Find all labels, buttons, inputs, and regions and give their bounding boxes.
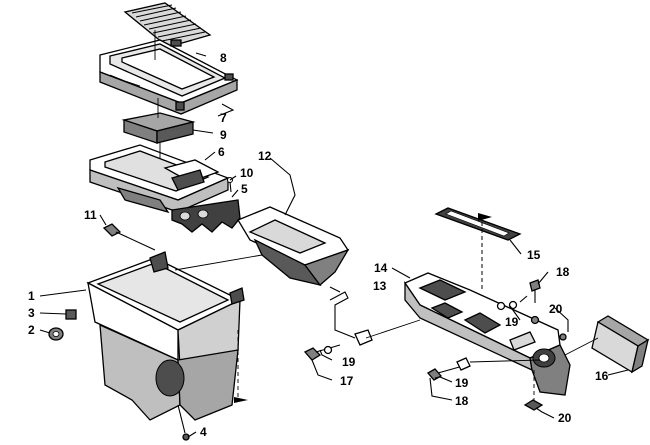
callout-19-bottom: 19 — [455, 376, 469, 390]
part-8-top-grille — [123, 2, 212, 48]
part-2-grommet — [48, 327, 64, 341]
part-15-gasket — [434, 207, 522, 241]
callout-14: 14 — [374, 261, 388, 275]
part-7-filter-frame — [99, 39, 239, 115]
callout-8: 8 — [220, 51, 227, 65]
callout-19-left: 19 — [342, 355, 356, 369]
part-20-nut-bottom — [523, 399, 544, 411]
part-13-rod-linkage — [329, 291, 373, 346]
assembly-lines — [154, 30, 599, 403]
leader-lines — [39, 52, 629, 438]
part-20-nut-top-a — [508, 300, 518, 310]
callout-6: 6 — [218, 145, 225, 159]
callout-20-bottom: 20 — [558, 411, 572, 425]
arrow-marker-right — [478, 213, 492, 221]
part-17-bolt — [303, 344, 341, 361]
part-19-washer-top — [496, 301, 506, 311]
callout-labels: 8 7 9 6 12 10 5 11 1 3 2 4 14 13 19 17 1… — [28, 51, 609, 439]
part-14-silencer — [404, 272, 571, 396]
callout-11: 11 — [84, 208, 97, 222]
part-9-foam-filter — [121, 112, 196, 144]
part-6-airbox-tray — [89, 144, 230, 214]
callout-18-bottom: 18 — [455, 394, 469, 408]
callout-4: 4 — [200, 425, 207, 439]
callout-5: 5 — [241, 182, 248, 196]
callout-19-mid: 19 — [505, 315, 519, 329]
callout-17: 17 — [340, 374, 354, 388]
part-19-washer-mid — [530, 315, 540, 325]
callout-18-top: 18 — [556, 265, 570, 279]
part-20-nut-top-b — [559, 333, 567, 341]
part-19-washer-left — [323, 345, 333, 355]
part-19-washer-bottom — [456, 357, 471, 371]
part-16-filter — [591, 315, 650, 374]
part-1-lower-airbox — [86, 251, 245, 434]
part-5-intake-boots — [171, 199, 241, 233]
callout-20-top: 20 — [549, 302, 563, 316]
callout-15: 15 — [527, 248, 541, 262]
callout-7: 7 — [220, 111, 227, 125]
callout-1: 1 — [28, 289, 35, 303]
part-11-bolt — [102, 223, 156, 251]
callout-2: 2 — [28, 323, 35, 337]
callout-12: 12 — [258, 149, 272, 163]
part-3-clip — [65, 309, 77, 320]
part-18-bolt-top — [529, 279, 541, 303]
callout-3: 3 — [28, 306, 35, 320]
callout-16: 16 — [595, 369, 609, 383]
callout-13: 13 — [373, 279, 387, 293]
part-12-intake-duct — [237, 206, 350, 287]
callout-9: 9 — [220, 128, 227, 142]
callout-10: 10 — [240, 166, 254, 180]
